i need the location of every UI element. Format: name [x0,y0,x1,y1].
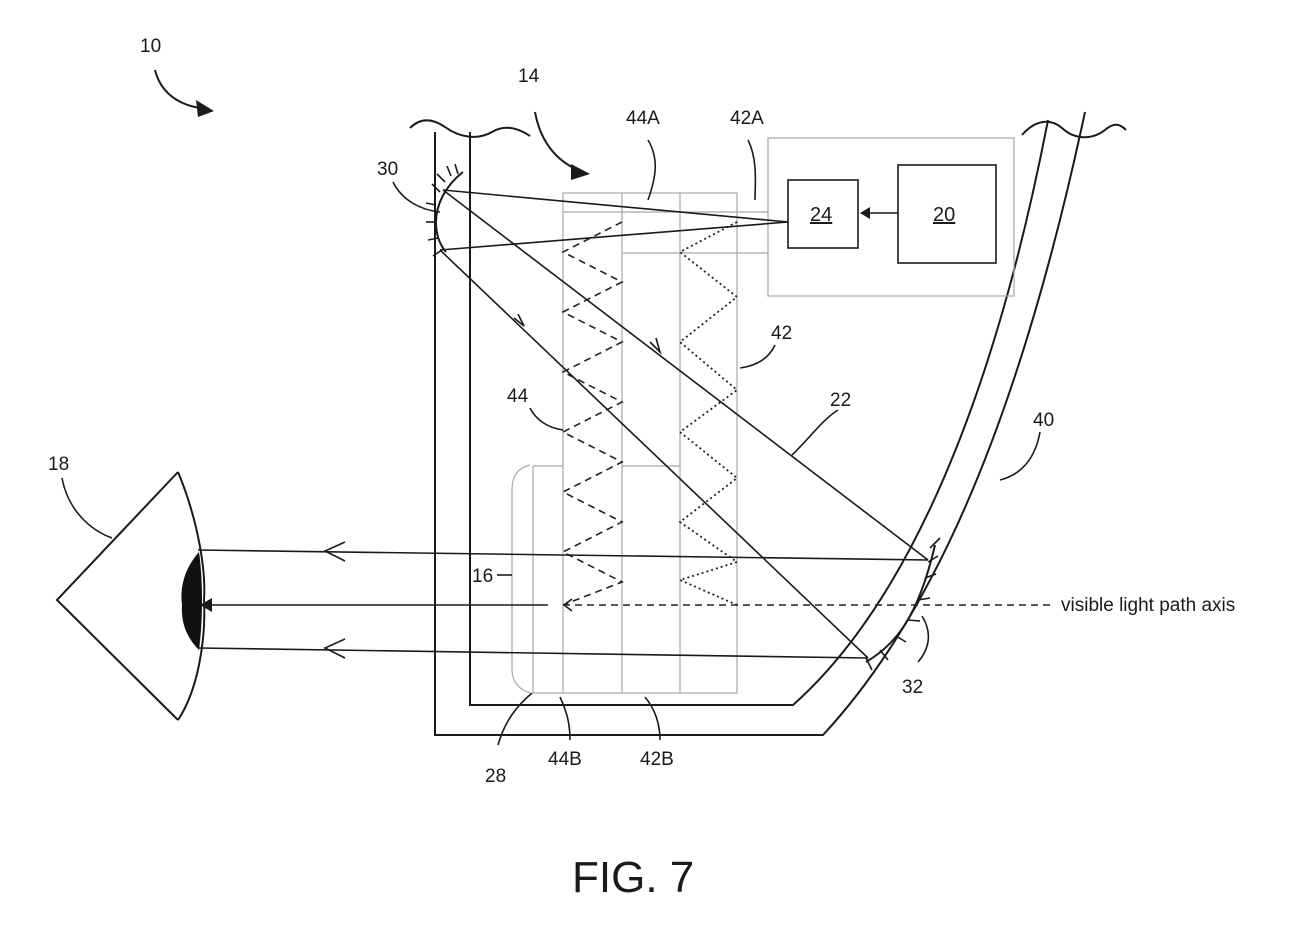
mirror-32 [865,537,941,671]
leader-lines [61,69,1041,746]
zigzag-44 [561,221,624,606]
mirror-30 [425,163,464,257]
ref-18: 18 [48,454,69,475]
zigzag-42 [677,221,740,606]
ref-44B: 44B [548,749,582,770]
ref-20: 20 [933,204,955,226]
ref-30: 30 [377,159,398,180]
figure-caption: FIG. 7 [572,853,694,902]
ref-10: 10 [140,36,161,57]
ref-44A: 44A [626,108,660,129]
ref-24: 24 [810,204,832,226]
ref-42: 42 [771,323,792,344]
ref-14: 14 [518,66,540,87]
ref-44: 44 [507,386,529,407]
light-rays [439,189,929,659]
ref-40: 40 [1033,410,1054,431]
controller-box [767,137,1015,297]
axis-label: visible light path axis [1061,595,1235,616]
ref-42A: 42A [730,108,764,129]
box-24 [787,179,859,249]
box-20 [897,164,997,264]
waveguide-stack [511,192,768,694]
ref-42B: 42B [640,749,674,770]
ref-32: 32 [902,677,923,698]
housing [409,111,1127,736]
eye-rays [197,541,929,659]
eye-18 [55,471,206,721]
ref-22: 22 [830,390,851,411]
reference-labels: 10 14 44A 42A 30 24 20 42 44 22 40 18 16… [48,36,1054,787]
ref-16: 16 [472,566,493,587]
ref-28: 28 [485,766,506,787]
